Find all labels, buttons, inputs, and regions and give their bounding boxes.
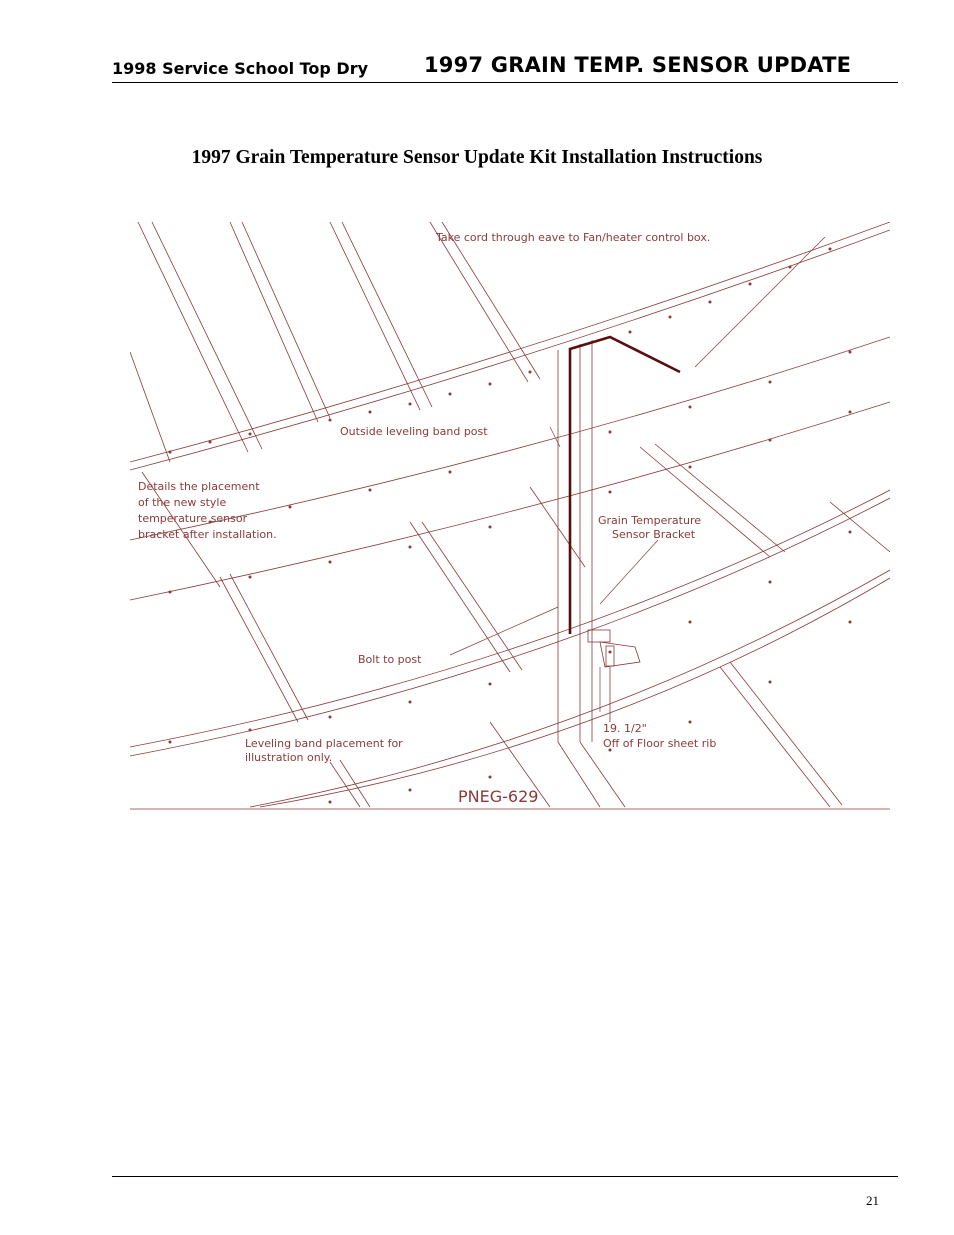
- label-measure-1: 19. 1/2": [603, 722, 647, 735]
- label-bracket-1: Grain Temperature: [598, 514, 701, 527]
- label-drawing-id: PNEG-629: [458, 787, 538, 806]
- label-leveling-2: illustration only.: [245, 751, 332, 764]
- floor-ribs-lower: [219, 573, 843, 808]
- diagram-svg: Take cord through eave to Fan/heater con…: [129, 221, 891, 810]
- floor-ribs-upper: [129, 221, 541, 463]
- sensor-cord: [568, 335, 681, 634]
- page-title: 1997 Grain Temperature Sensor Update Kit…: [191, 147, 763, 168]
- label-outside-post: Outside leveling band post: [340, 425, 488, 438]
- header-rule: [112, 82, 898, 83]
- header-right-title: 1997 GRAIN TEMP. SENSOR UPDATE: [424, 53, 852, 77]
- leader-lines: [449, 236, 826, 712]
- installation-diagram: Take cord through eave to Fan/heater con…: [129, 221, 891, 812]
- label-bracket-2: Sensor Bracket: [612, 528, 696, 541]
- sensor-bracket: [587, 629, 641, 722]
- label-bolt: Bolt to post: [358, 653, 422, 666]
- page-number: 21: [866, 1193, 879, 1208]
- footer-rule: [112, 1176, 898, 1177]
- leveling-band-post: [557, 340, 626, 808]
- floor-ribs-middle: [141, 443, 891, 673]
- label-leveling-1: Leveling band placement for: [245, 737, 403, 750]
- header-left-title: 1998 Service School Top Dry: [112, 59, 369, 78]
- label-details-2: of the new style: [138, 496, 226, 509]
- label-measure-2: Off of Floor sheet rib: [603, 737, 716, 750]
- label-details-4: bracket after installation.: [138, 528, 277, 541]
- rivets: [168, 247, 852, 804]
- label-take-cord: Take cord through eave to Fan/heater con…: [435, 231, 710, 244]
- label-details-1: Details the placement: [138, 480, 260, 493]
- label-details-3: temperature sensor: [138, 512, 248, 525]
